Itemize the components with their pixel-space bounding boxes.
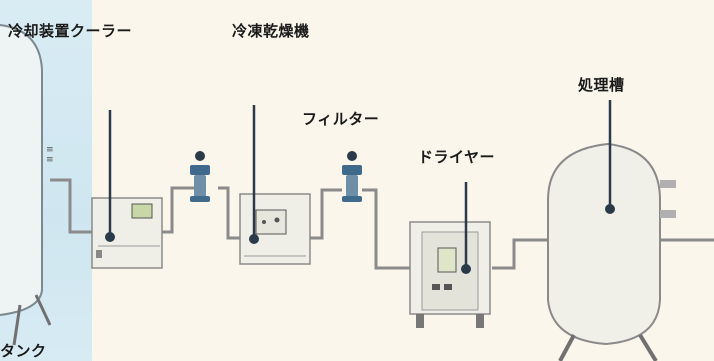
pipe-cooler-to-filter1	[160, 186, 195, 234]
pipe-lines	[50, 178, 714, 270]
pipe-refrigerated-dryer-to-filter2	[310, 188, 342, 240]
svg-text:≡: ≡	[46, 155, 54, 165]
filter-1	[190, 151, 210, 202]
pipe-dryer-to-treatment-tank	[492, 238, 548, 270]
refrigerated-dryer-unit	[239, 193, 311, 265]
label-filter: フィルター	[302, 110, 380, 128]
label-cooler: 冷却装置クーラー	[8, 22, 133, 40]
label-dryer: ドライヤー	[418, 148, 496, 166]
label-tank: タンク	[0, 342, 47, 360]
pipe-filter2-to-dryer	[362, 188, 410, 270]
leader-dots	[105, 204, 615, 274]
svg-text:≡: ≡	[46, 145, 54, 155]
cooler-unit	[91, 197, 163, 269]
pipe-filter1-to-refrigerated-dryer	[218, 186, 240, 240]
label-refrigerated-dryer: 冷凍乾燥機	[232, 22, 310, 40]
pipe-tank-to-cooler	[50, 178, 92, 234]
air-tank: ≡ ≡	[0, 23, 54, 346]
treatment-tank	[547, 142, 676, 361]
label-treatment-tank: 処理槽	[578, 76, 625, 94]
leader-lines	[108, 100, 612, 268]
dryer-unit	[409, 221, 491, 328]
filter-2	[342, 151, 362, 202]
